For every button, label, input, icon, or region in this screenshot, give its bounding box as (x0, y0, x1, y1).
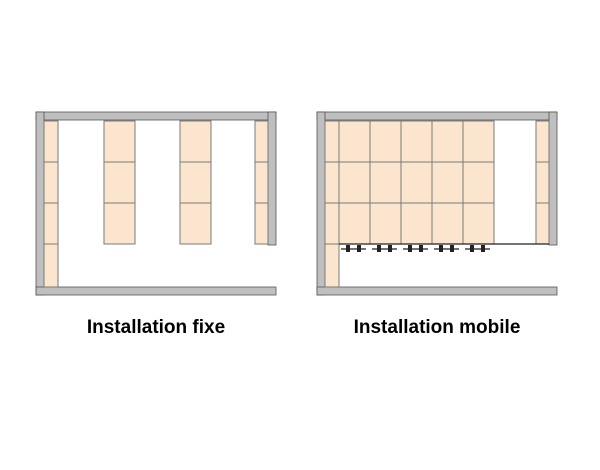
shelf-unit (254, 202, 269, 245)
shelf-unit (535, 161, 550, 204)
mobile-wall-right (548, 111, 558, 246)
shelf-unit (179, 120, 212, 163)
fixed-wall-top (35, 111, 277, 121)
shelf-unit (43, 243, 59, 288)
shelf-unit (324, 120, 340, 163)
carriage-symbol (372, 245, 397, 252)
shelf-unit (462, 120, 495, 163)
shelf-unit (462, 202, 495, 245)
shelf-unit (462, 161, 495, 204)
shelf-unit (338, 202, 371, 245)
shelf-unit (324, 161, 340, 204)
shelf-unit (43, 161, 59, 204)
shelf-unit (431, 120, 464, 163)
mobile-installation-plan: Installation mobile (316, 111, 558, 338)
mobile-wall-left (316, 111, 326, 296)
caption-mobile-installation: Installation mobile (354, 317, 521, 338)
shelf-unit (431, 202, 464, 245)
shelf-unit (338, 120, 371, 163)
shelf-unit (338, 161, 371, 204)
shelf-unit (103, 202, 136, 245)
shelf-unit (43, 202, 59, 245)
carriage-symbol (465, 245, 490, 252)
shelf-unit (535, 120, 550, 163)
shelf-unit (369, 202, 402, 245)
shelf-unit (254, 120, 269, 163)
mobile-compact-shelving-block (324, 120, 495, 245)
fixed-installation-plan: Installation fixe (35, 111, 277, 338)
carriage-symbol (434, 245, 459, 252)
mobile-room-walls (316, 111, 558, 296)
fixed-left-wall-shelving (43, 120, 59, 288)
fixed-wall-left (35, 111, 45, 296)
fixed-wall-right (267, 111, 277, 246)
carriage-symbol (341, 245, 366, 252)
mobile-wall-top (316, 111, 558, 121)
fixed-island-shelving-1 (103, 120, 136, 245)
carriage-symbol (403, 245, 428, 252)
caption-fixed-installation: Installation fixe (87, 317, 225, 338)
mobile-right-wall-shelving (535, 120, 550, 245)
fixed-room-walls (35, 111, 277, 296)
shelf-unit (103, 120, 136, 163)
shelf-unit (400, 120, 433, 163)
mobile-carriage-rails (341, 245, 490, 252)
mobile-left-wall-lower-shelf (324, 243, 340, 288)
shelf-unit (369, 120, 402, 163)
shelf-unit (431, 161, 464, 204)
fixed-island-shelving-2 (179, 120, 212, 245)
shelf-unit (179, 202, 212, 245)
shelf-unit (324, 202, 340, 245)
shelf-unit (400, 202, 433, 245)
shelf-unit (43, 120, 59, 163)
shelf-unit (103, 161, 136, 204)
shelf-unit (535, 202, 550, 245)
shelf-unit (179, 161, 212, 204)
shelf-unit (369, 161, 402, 204)
fixed-wall-bottom (35, 286, 277, 296)
shelf-unit (254, 161, 269, 204)
fixed-right-wall-shelving (254, 120, 269, 245)
shelf-unit (400, 161, 433, 204)
mobile-wall-bottom (316, 286, 558, 296)
